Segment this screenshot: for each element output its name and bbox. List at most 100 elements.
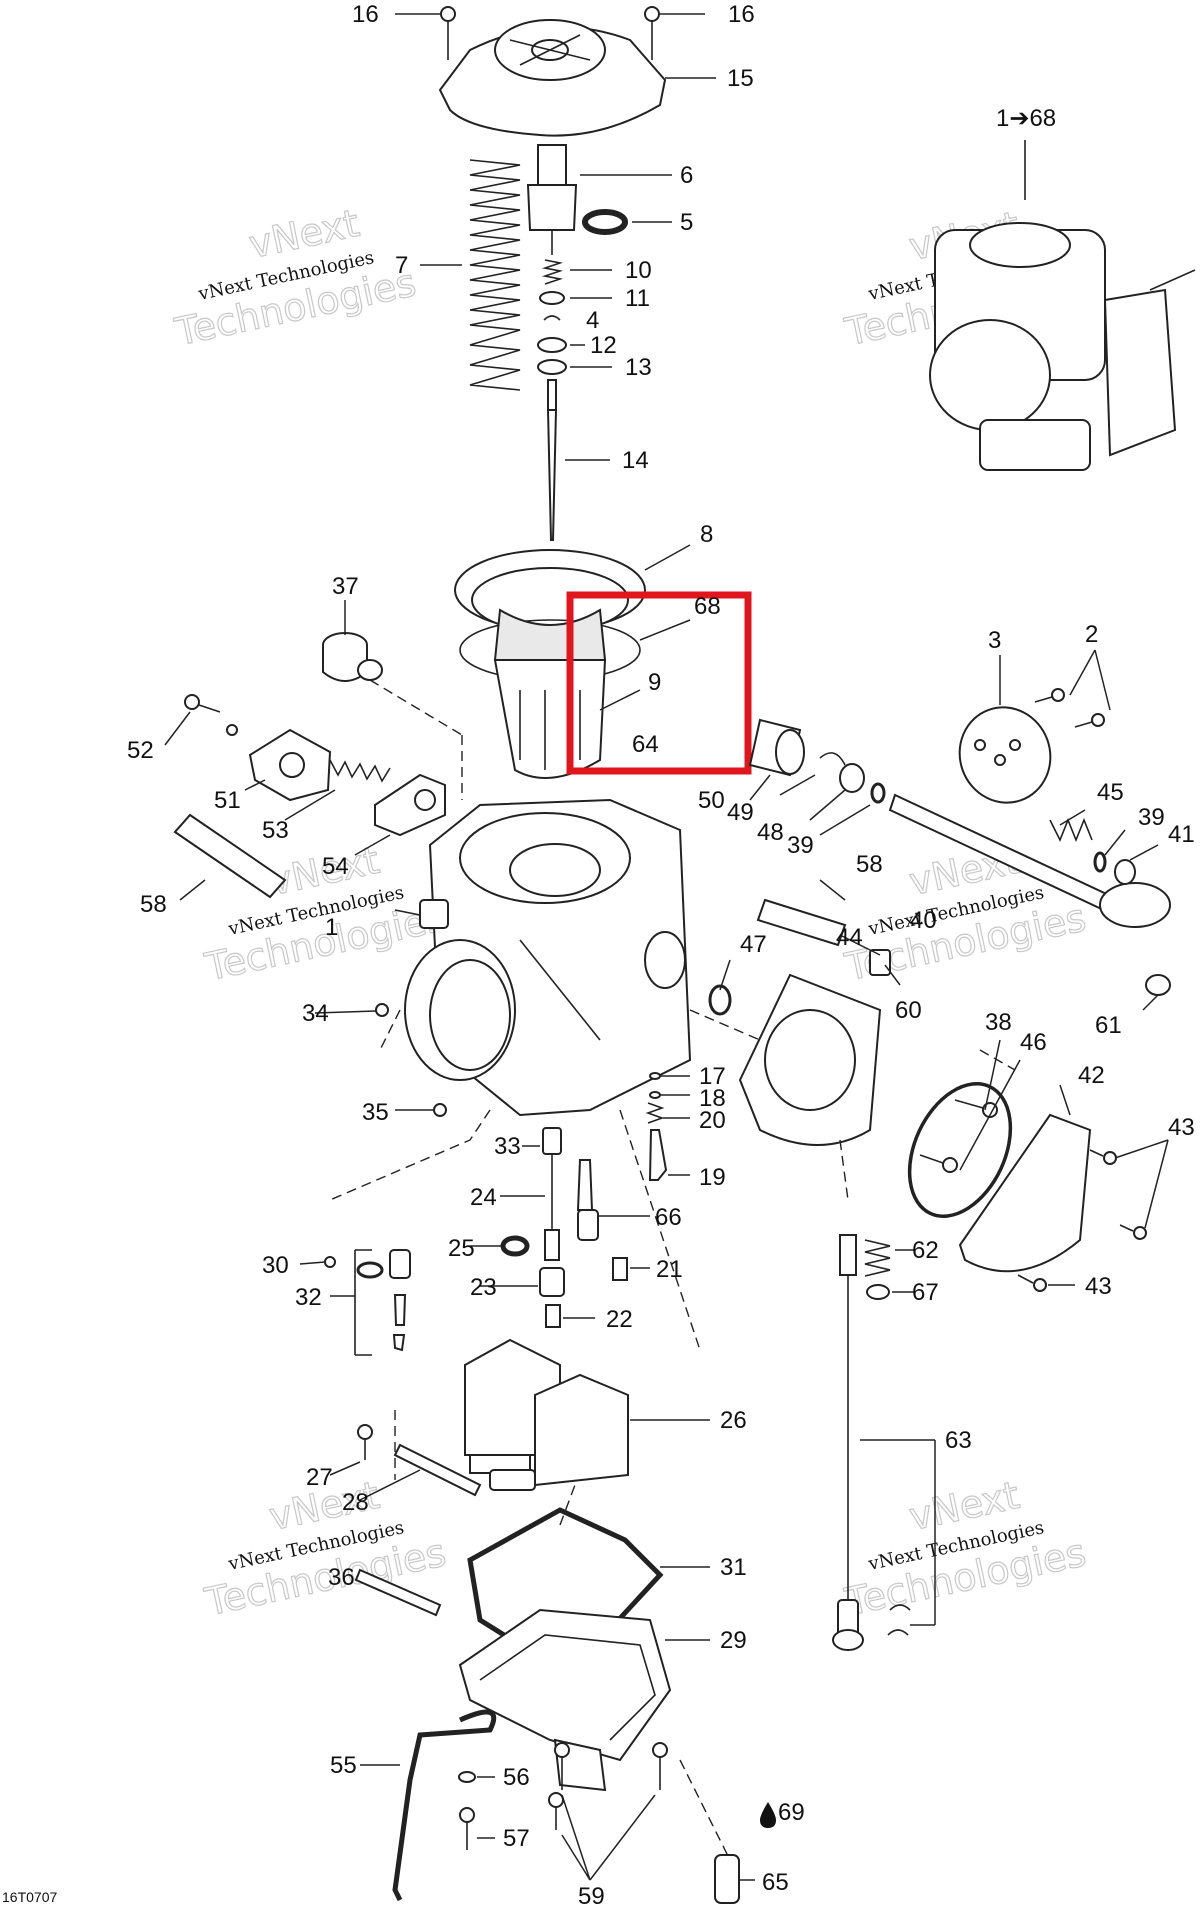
callout-18: 18 — [699, 1085, 726, 1112]
callout-62: 62 — [912, 1237, 939, 1264]
callout-57: 57 — [503, 1825, 530, 1852]
jet-needle — [546, 379, 558, 541]
washer-52 — [226, 724, 238, 736]
callout-55: 55 — [330, 1752, 357, 1779]
callout-41: 41 — [1168, 821, 1195, 848]
assembled-carburetor-thumbnail — [929, 140, 1196, 471]
clip-63b — [887, 1629, 909, 1636]
callout-56: 56 — [503, 1764, 530, 1791]
washer-41 — [1114, 859, 1136, 885]
callout-29: 29 — [720, 1627, 747, 1654]
screws-43 — [1017, 1149, 1147, 1292]
clip-49 — [819, 752, 846, 766]
callout-35: 35 — [362, 1099, 389, 1126]
callout-53: 53 — [262, 817, 289, 844]
spring-62 — [864, 1239, 891, 1277]
watermark-group-6: vNext vNext Technologies Technologies — [840, 1472, 1090, 1625]
float-26 — [464, 1338, 629, 1491]
choke-shaft — [888, 793, 1171, 928]
bushing-50 — [748, 718, 805, 777]
screws-46 — [919, 1099, 998, 1173]
callout-2: 2 — [1085, 621, 1098, 648]
callout-37: 37 — [332, 573, 359, 600]
cover-screw-right — [644, 6, 660, 60]
watermark-group-1: vNext vNext Technologies Technologies — [170, 200, 420, 355]
o-ring-47 — [708, 984, 732, 1016]
callout-19: 19 — [699, 1164, 726, 1191]
callout-20: 20 — [699, 1107, 726, 1134]
clip-4 — [543, 315, 561, 321]
washer-11 — [539, 291, 565, 305]
callout-51: 51 — [214, 787, 241, 814]
butterfly-plate-3 — [958, 706, 1052, 804]
callout-67: 67 — [912, 1279, 939, 1306]
callout-6: 6 — [680, 162, 693, 189]
diaphragm-slide — [454, 549, 646, 779]
callout-66: 66 — [655, 1204, 682, 1231]
callout-9: 9 — [648, 669, 661, 696]
callout-39a: 39 — [787, 832, 814, 859]
callout-12: 12 — [590, 332, 617, 359]
needle-assembly-63 — [832, 1234, 864, 1651]
callout-49: 49 — [727, 799, 754, 826]
callout-59: 59 — [578, 1883, 605, 1907]
callout-31: 31 — [720, 1554, 747, 1581]
gasket-31 — [467, 1507, 664, 1648]
slide-spring — [469, 159, 521, 391]
callout-7: 7 — [395, 252, 408, 279]
screw-27 — [357, 1424, 373, 1460]
washer-13 — [537, 359, 567, 375]
callout-68: 68 — [694, 593, 721, 620]
callout-27: 27 — [306, 1464, 333, 1491]
callout-69: 69 — [778, 1799, 805, 1826]
callout-43a: 43 — [1168, 1114, 1195, 1141]
float-pin-28 — [393, 1443, 482, 1497]
callout-1: 1 — [325, 914, 338, 941]
screw-57 — [459, 1807, 475, 1850]
pump-cover-40 — [738, 973, 882, 1146]
callout-39b: 39 — [1138, 804, 1165, 831]
callout-30: 30 — [262, 1252, 289, 1279]
callout-61: 61 — [1095, 1012, 1122, 1039]
callout-17: 17 — [699, 1063, 726, 1090]
tube-65 — [714, 1854, 740, 1904]
callout-13: 13 — [625, 354, 652, 381]
highlight-box — [566, 591, 752, 775]
callout-44: 44 — [836, 924, 863, 951]
callout-40: 40 — [910, 907, 937, 934]
callout-54: 54 — [322, 853, 349, 880]
callout-16a: 16 — [352, 1, 379, 28]
small-spring-10 — [541, 259, 564, 285]
callout-15: 15 — [727, 65, 754, 92]
holder-23 — [539, 1267, 565, 1297]
drawing-code: 16T0707 — [2, 1889, 57, 1905]
cover-screw-left — [440, 6, 456, 60]
bracket-51 — [248, 728, 332, 802]
callout-8: 8 — [700, 521, 713, 548]
callout-63: 63 — [945, 1427, 972, 1454]
screw-36 — [354, 1568, 442, 1617]
callout-14: 14 — [622, 447, 649, 474]
washer-56 — [458, 1771, 476, 1783]
callout-28: 28 — [342, 1489, 369, 1516]
callout-43b: 43 — [1085, 1273, 1112, 1300]
tube-58-right — [756, 898, 847, 947]
callout-38: 38 — [985, 1009, 1012, 1036]
spring-53 — [329, 759, 391, 783]
callout-21: 21 — [656, 1256, 683, 1283]
callout-11: 11 — [625, 285, 650, 312]
washer-67 — [866, 1284, 890, 1300]
plug-61 — [1145, 974, 1171, 996]
callout-52: 52 — [127, 737, 154, 764]
spring-45 — [1049, 817, 1093, 843]
callout-50: 50 — [698, 787, 725, 814]
callout-labels: 16 16 15 6 5 7 10 11 4 12 13 14 8 68 37 … — [127, 1, 1195, 1907]
tube-58-left — [173, 813, 287, 899]
screw-35 — [433, 1103, 447, 1117]
screws-59 — [548, 1742, 668, 1830]
callout-47: 47 — [740, 931, 767, 958]
o-ring-5 — [582, 209, 628, 235]
callout-42: 42 — [1078, 1062, 1105, 1089]
jet-stack-17-20 — [645, 1072, 668, 1181]
